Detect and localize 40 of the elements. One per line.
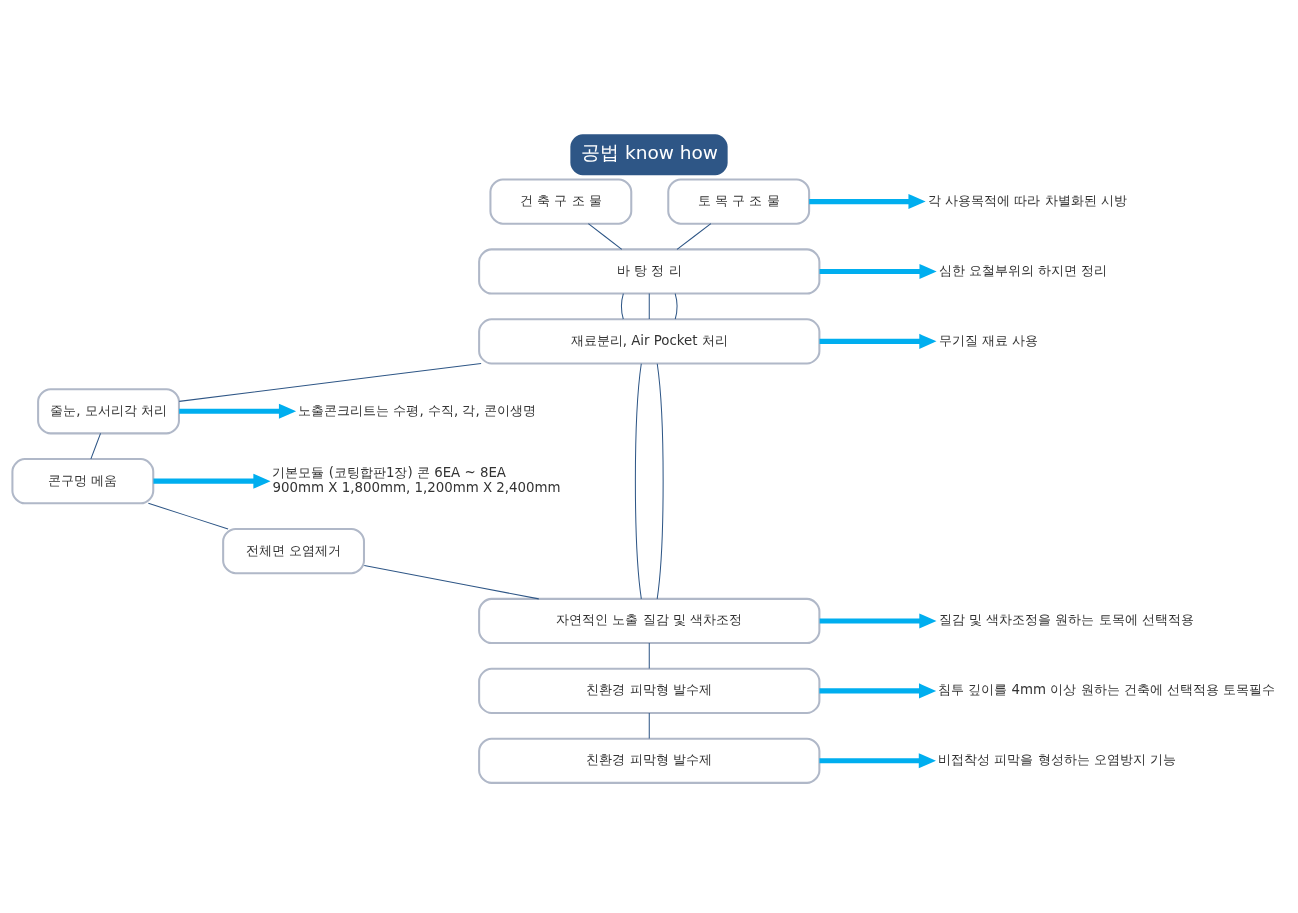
connector — [147, 502, 229, 530]
arrow — [819, 613, 937, 629]
arrow — [819, 683, 937, 699]
node-text: 각 사용목적에 따라 차별화된 시방 — [927, 193, 1127, 209]
node-box: 토 목 구 조 물 — [667, 178, 811, 225]
connector — [656, 363, 664, 600]
connector — [648, 293, 650, 320]
arrow — [179, 403, 297, 419]
connector — [587, 223, 623, 250]
node-box: 바 탕 정 리 — [478, 248, 821, 295]
node-box: 친환경 피막형 발수제 — [478, 667, 821, 714]
connector — [90, 432, 102, 460]
connector — [676, 223, 712, 250]
connector — [634, 363, 642, 600]
node-text: 무기질 재료 사용 — [938, 332, 1039, 348]
node-box: 줄눈, 모서리각 처리 — [37, 388, 180, 435]
connector — [648, 642, 650, 670]
node-box: 자연적인 노출 질감 및 색차조정 — [478, 597, 821, 645]
arrow — [819, 753, 936, 769]
node-box: 건 축 구 조 물 — [489, 178, 633, 225]
node-box: 재료분리, Air Pocket 처리 — [478, 318, 821, 365]
node-text: 기본모듈 (코팅합판1장) 콘 6EA ~ 8EA 900mm X 1,800mm, 1,200mm X 2,400mm — [272, 465, 561, 495]
arrow — [819, 263, 937, 279]
diagram-title: 공법 know how — [581, 142, 718, 164]
node-box: 친환경 피막형 발수제 — [478, 737, 821, 784]
node-text: 질감 및 색차조정을 원하는 토목에 선택적용 — [938, 612, 1194, 628]
arrow — [153, 473, 271, 489]
arrow — [809, 194, 926, 210]
connector — [178, 362, 482, 402]
node-box: 전체면 오염제거 — [222, 527, 365, 575]
arrow — [819, 333, 937, 349]
node-text: 심한 요철부위의 하지면 정리 — [938, 262, 1108, 278]
connector — [674, 293, 678, 320]
node-text: 비접착성 피막을 형성하는 오염방지 기능 — [938, 752, 1177, 768]
node-box: 콘구멍 메움 — [11, 458, 155, 505]
connector — [648, 712, 650, 739]
node-text: 침투 깊이를 4mm 이상 원하는 건축에 선택적용 토목필수 — [938, 682, 1276, 698]
connector — [621, 293, 624, 320]
node-text: 노출콘크리트는 수평, 수직, 각, 콘이생명 — [298, 402, 536, 418]
connector — [363, 565, 540, 600]
